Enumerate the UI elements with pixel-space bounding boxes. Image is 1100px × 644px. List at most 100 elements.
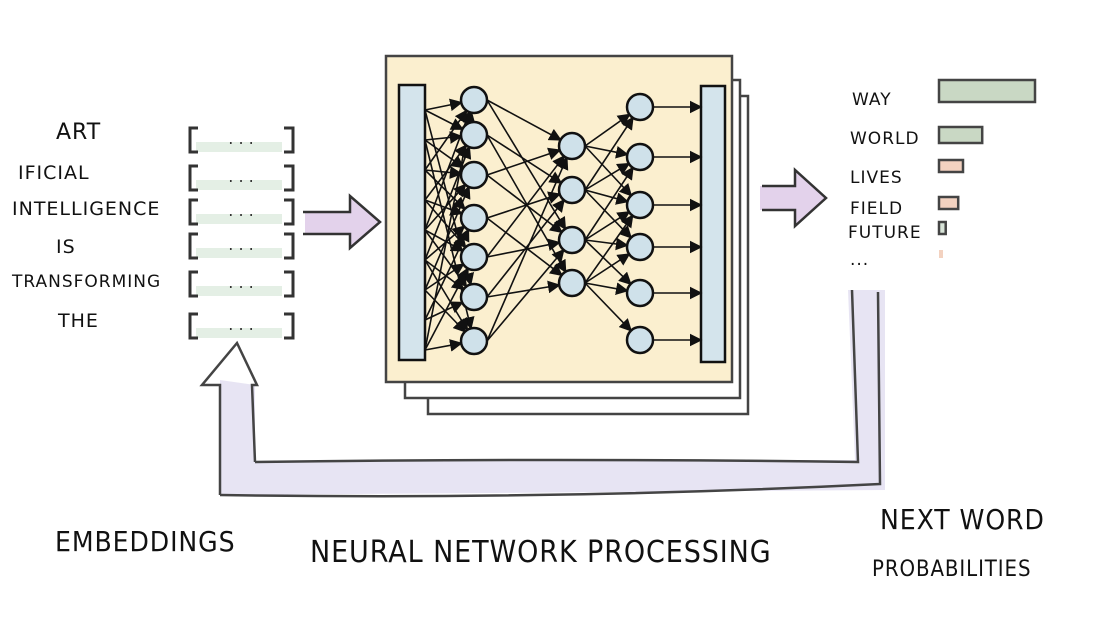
connection [486,99,562,141]
connection [584,214,634,284]
embedding-fill [196,248,282,258]
connection [486,217,563,277]
right-bracket [284,270,295,298]
candidate-word: way [852,90,892,110]
candidate-word: field [850,199,904,219]
neuron [557,268,587,298]
connection [584,239,632,286]
embedding-fill [196,214,282,224]
connection [424,169,466,211]
probability-bar [937,125,984,145]
connection [584,253,631,284]
embedding-vector: . . . [188,232,295,260]
left-bracket [188,198,198,226]
input-arrow [303,193,382,251]
caption-probabilities: probabilities [872,557,1032,582]
probability-bar [937,158,965,174]
connection [424,139,465,169]
token-label: the [58,310,99,332]
connection [424,301,464,321]
input-layer-bar [397,83,427,362]
neuron [459,282,489,312]
candidate-word: ... [850,250,870,270]
right-bracket [284,198,295,226]
left-bracket [188,312,198,340]
embedding-placeholder: . . . [228,315,253,334]
embedding-fill [196,142,282,152]
candidate-word: lives [850,168,903,188]
connection [486,191,562,219]
connection [584,282,629,295]
neuron [625,325,655,355]
token-label: Art [56,120,102,145]
probability-bar [939,250,943,258]
connection [584,189,630,205]
connection [424,199,464,216]
connection [584,145,633,197]
left-bracket [188,126,198,154]
connection [486,198,565,298]
embedding-fill [196,328,282,338]
neuron [459,120,489,150]
probability-bar [937,78,1037,104]
embedding-placeholder: . . . [228,201,253,220]
neural-network [397,83,727,364]
probability-bars [937,78,1037,258]
connection [486,174,563,234]
neuron [459,326,489,356]
right-bracket [284,164,295,192]
connection [424,98,463,112]
connection [486,156,569,342]
candidate-word: world [850,129,920,149]
connection [486,248,565,342]
connection [584,145,629,159]
token-label: is [56,236,76,258]
embedding-vector: . . . [188,312,295,340]
feedback-arrow [199,289,885,498]
probability-bar [937,195,960,211]
neuron [625,190,655,220]
embedding-placeholder: . . . [228,273,253,292]
connection [584,166,634,241]
embedding-placeholder: . . . [228,235,253,254]
token-label: intelligence [12,198,161,220]
connection [424,131,463,144]
token-label: transforming [12,272,162,292]
connection [424,109,464,130]
embedding-placeholder: . . . [228,129,253,148]
connection [584,282,633,332]
embedding-vector: . . . [188,126,295,154]
neuron [459,85,489,115]
neuron [625,278,655,308]
connection [584,116,634,191]
embedding-fill [196,286,282,296]
connection [486,238,561,258]
connection [486,147,562,176]
left-bracket [188,270,198,298]
right-bracket [284,312,295,340]
connection [424,259,469,332]
neuron [625,232,655,262]
caption-next-word: Next word [880,503,1045,536]
connection [424,339,463,352]
left-bracket [188,164,198,192]
connection [584,237,629,251]
embedding-vector: . . . [188,198,295,226]
caption-embeddings: Embeddings [55,525,236,558]
embedding-vectors: . . .. . .. . .. . .. . .. . . [188,126,295,340]
candidate-word: future [848,223,922,243]
output-arrow [760,167,828,229]
neuron [557,175,587,205]
probability-bar [937,220,947,236]
right-bracket [284,126,295,154]
neuron [557,225,587,255]
neuron [459,242,489,272]
output-layer-bar [699,84,727,364]
embedding-fill [196,180,282,190]
neuron [625,92,655,122]
neuron [459,160,489,190]
connection [424,229,468,288]
neuron [557,131,587,161]
token-label: ificial [18,162,90,184]
